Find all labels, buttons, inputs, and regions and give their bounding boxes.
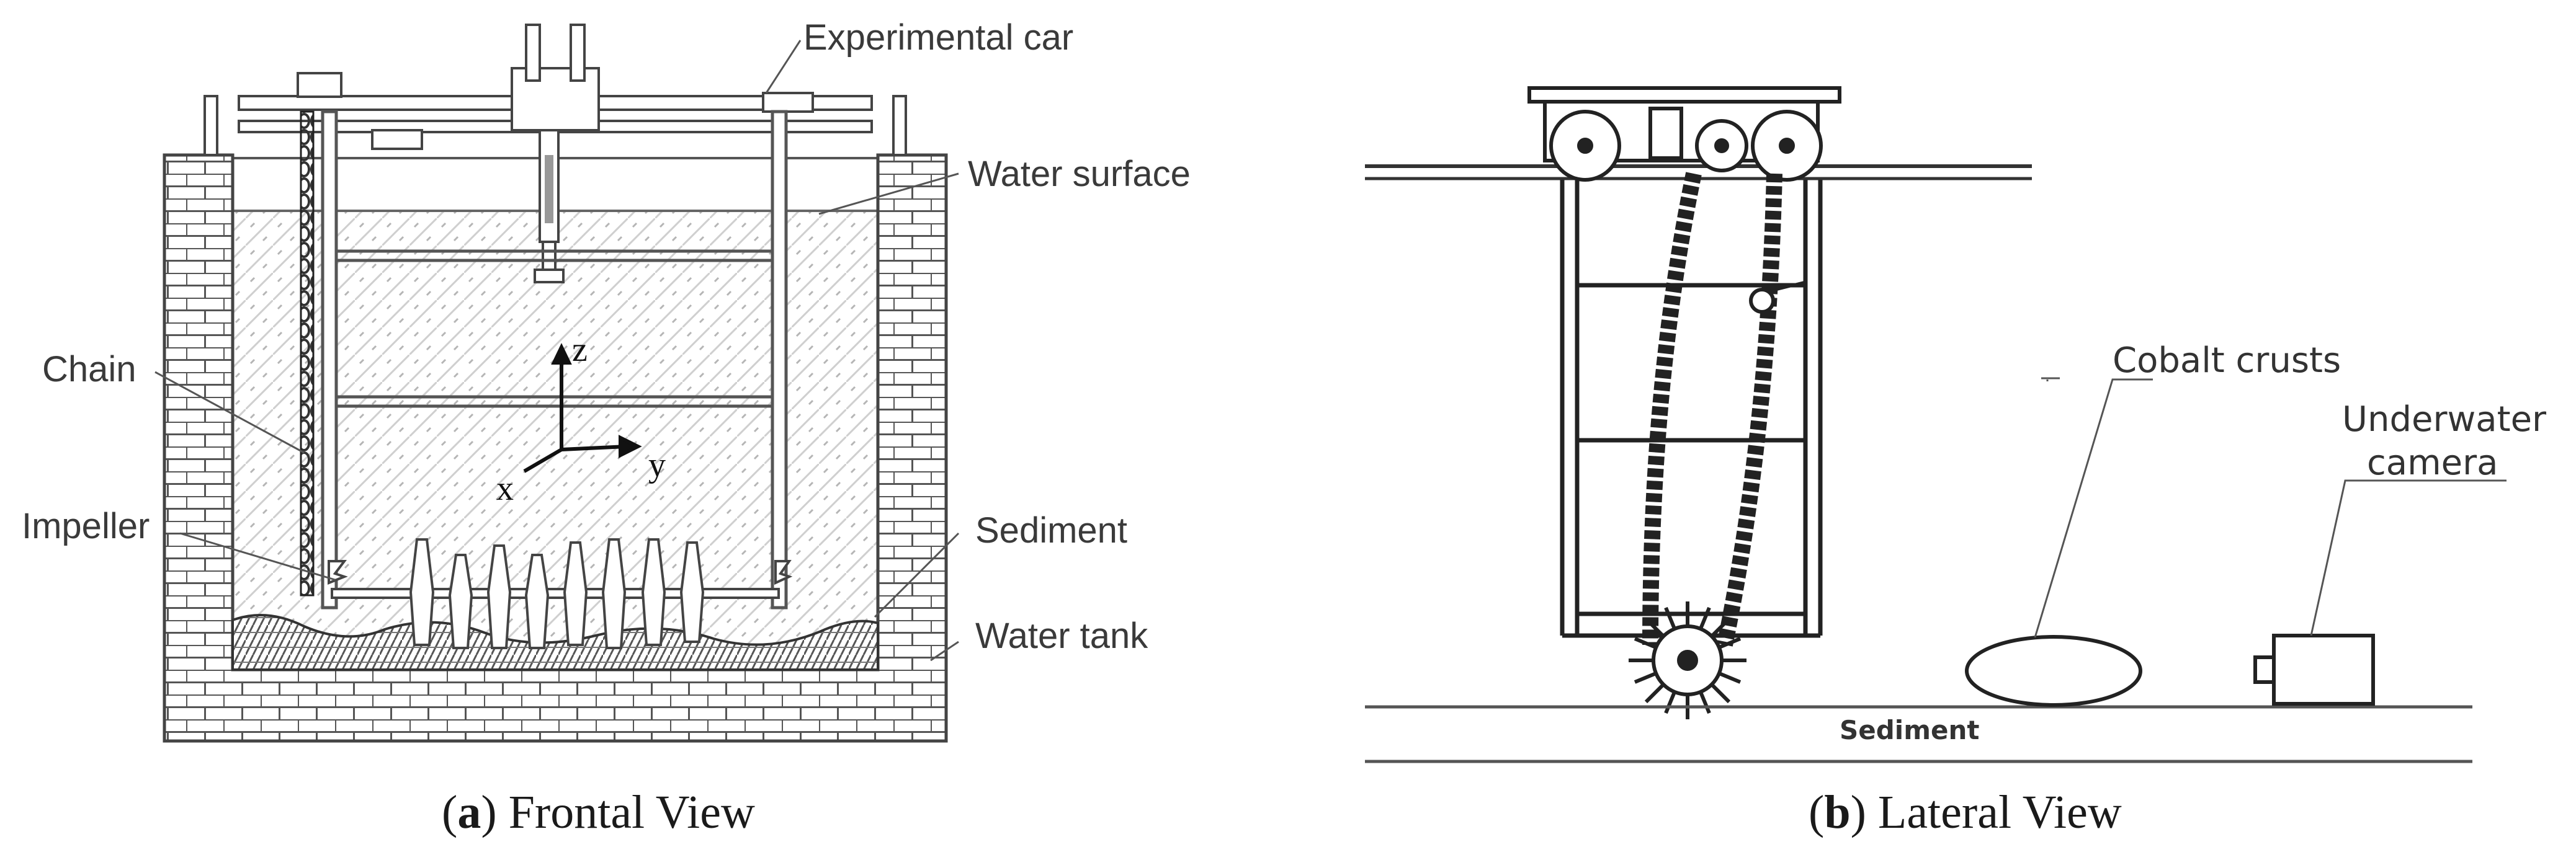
label-water-tank: Water tank [975, 616, 1148, 656]
label-water-surface: Water surface [968, 154, 1191, 194]
label-impeller: Impeller [22, 506, 150, 546]
axis-y-label: y [648, 446, 666, 484]
label-chain: Chain [42, 349, 136, 389]
frontal-view: z x y Experimental car Water surface Cha… [22, 17, 1191, 838]
impeller [328, 538, 793, 649]
axis-z-label: z [572, 330, 588, 369]
experimental-car [203, 24, 907, 283]
label-sediment: Sediment [975, 510, 1127, 551]
frontal-leaders [154, 40, 960, 662]
axis-x-label: x [496, 469, 514, 508]
lateral-view: Sediment Cobalt crusts Underwater camera… [1365, 86, 2547, 838]
underwater-camera [2253, 634, 2375, 706]
bottom-wheel [1629, 601, 1746, 719]
chain [300, 110, 315, 597]
label-cobalt-crusts: Cobalt crusts [2113, 340, 2341, 381]
label-lateral-sediment: Sediment [1840, 715, 1979, 745]
cobalt-crust [1965, 635, 2142, 707]
coordinate-axes [523, 343, 642, 473]
carriage [1527, 86, 1841, 182]
lateral-chain-right [1717, 173, 1782, 647]
label-experimental-car: Experimental car [803, 17, 1073, 58]
caption-frontal: (a) Frontal View [442, 786, 755, 838]
label-camera-line2: camera [2367, 443, 2498, 483]
label-camera-line1: Underwater [2342, 399, 2547, 440]
frame [321, 110, 788, 610]
tower-frame [1560, 180, 1823, 638]
lateral-chain-left [1642, 172, 1702, 645]
water-tank-walls [163, 153, 948, 743]
caption-lateral: (b) Lateral View [1809, 786, 2122, 838]
